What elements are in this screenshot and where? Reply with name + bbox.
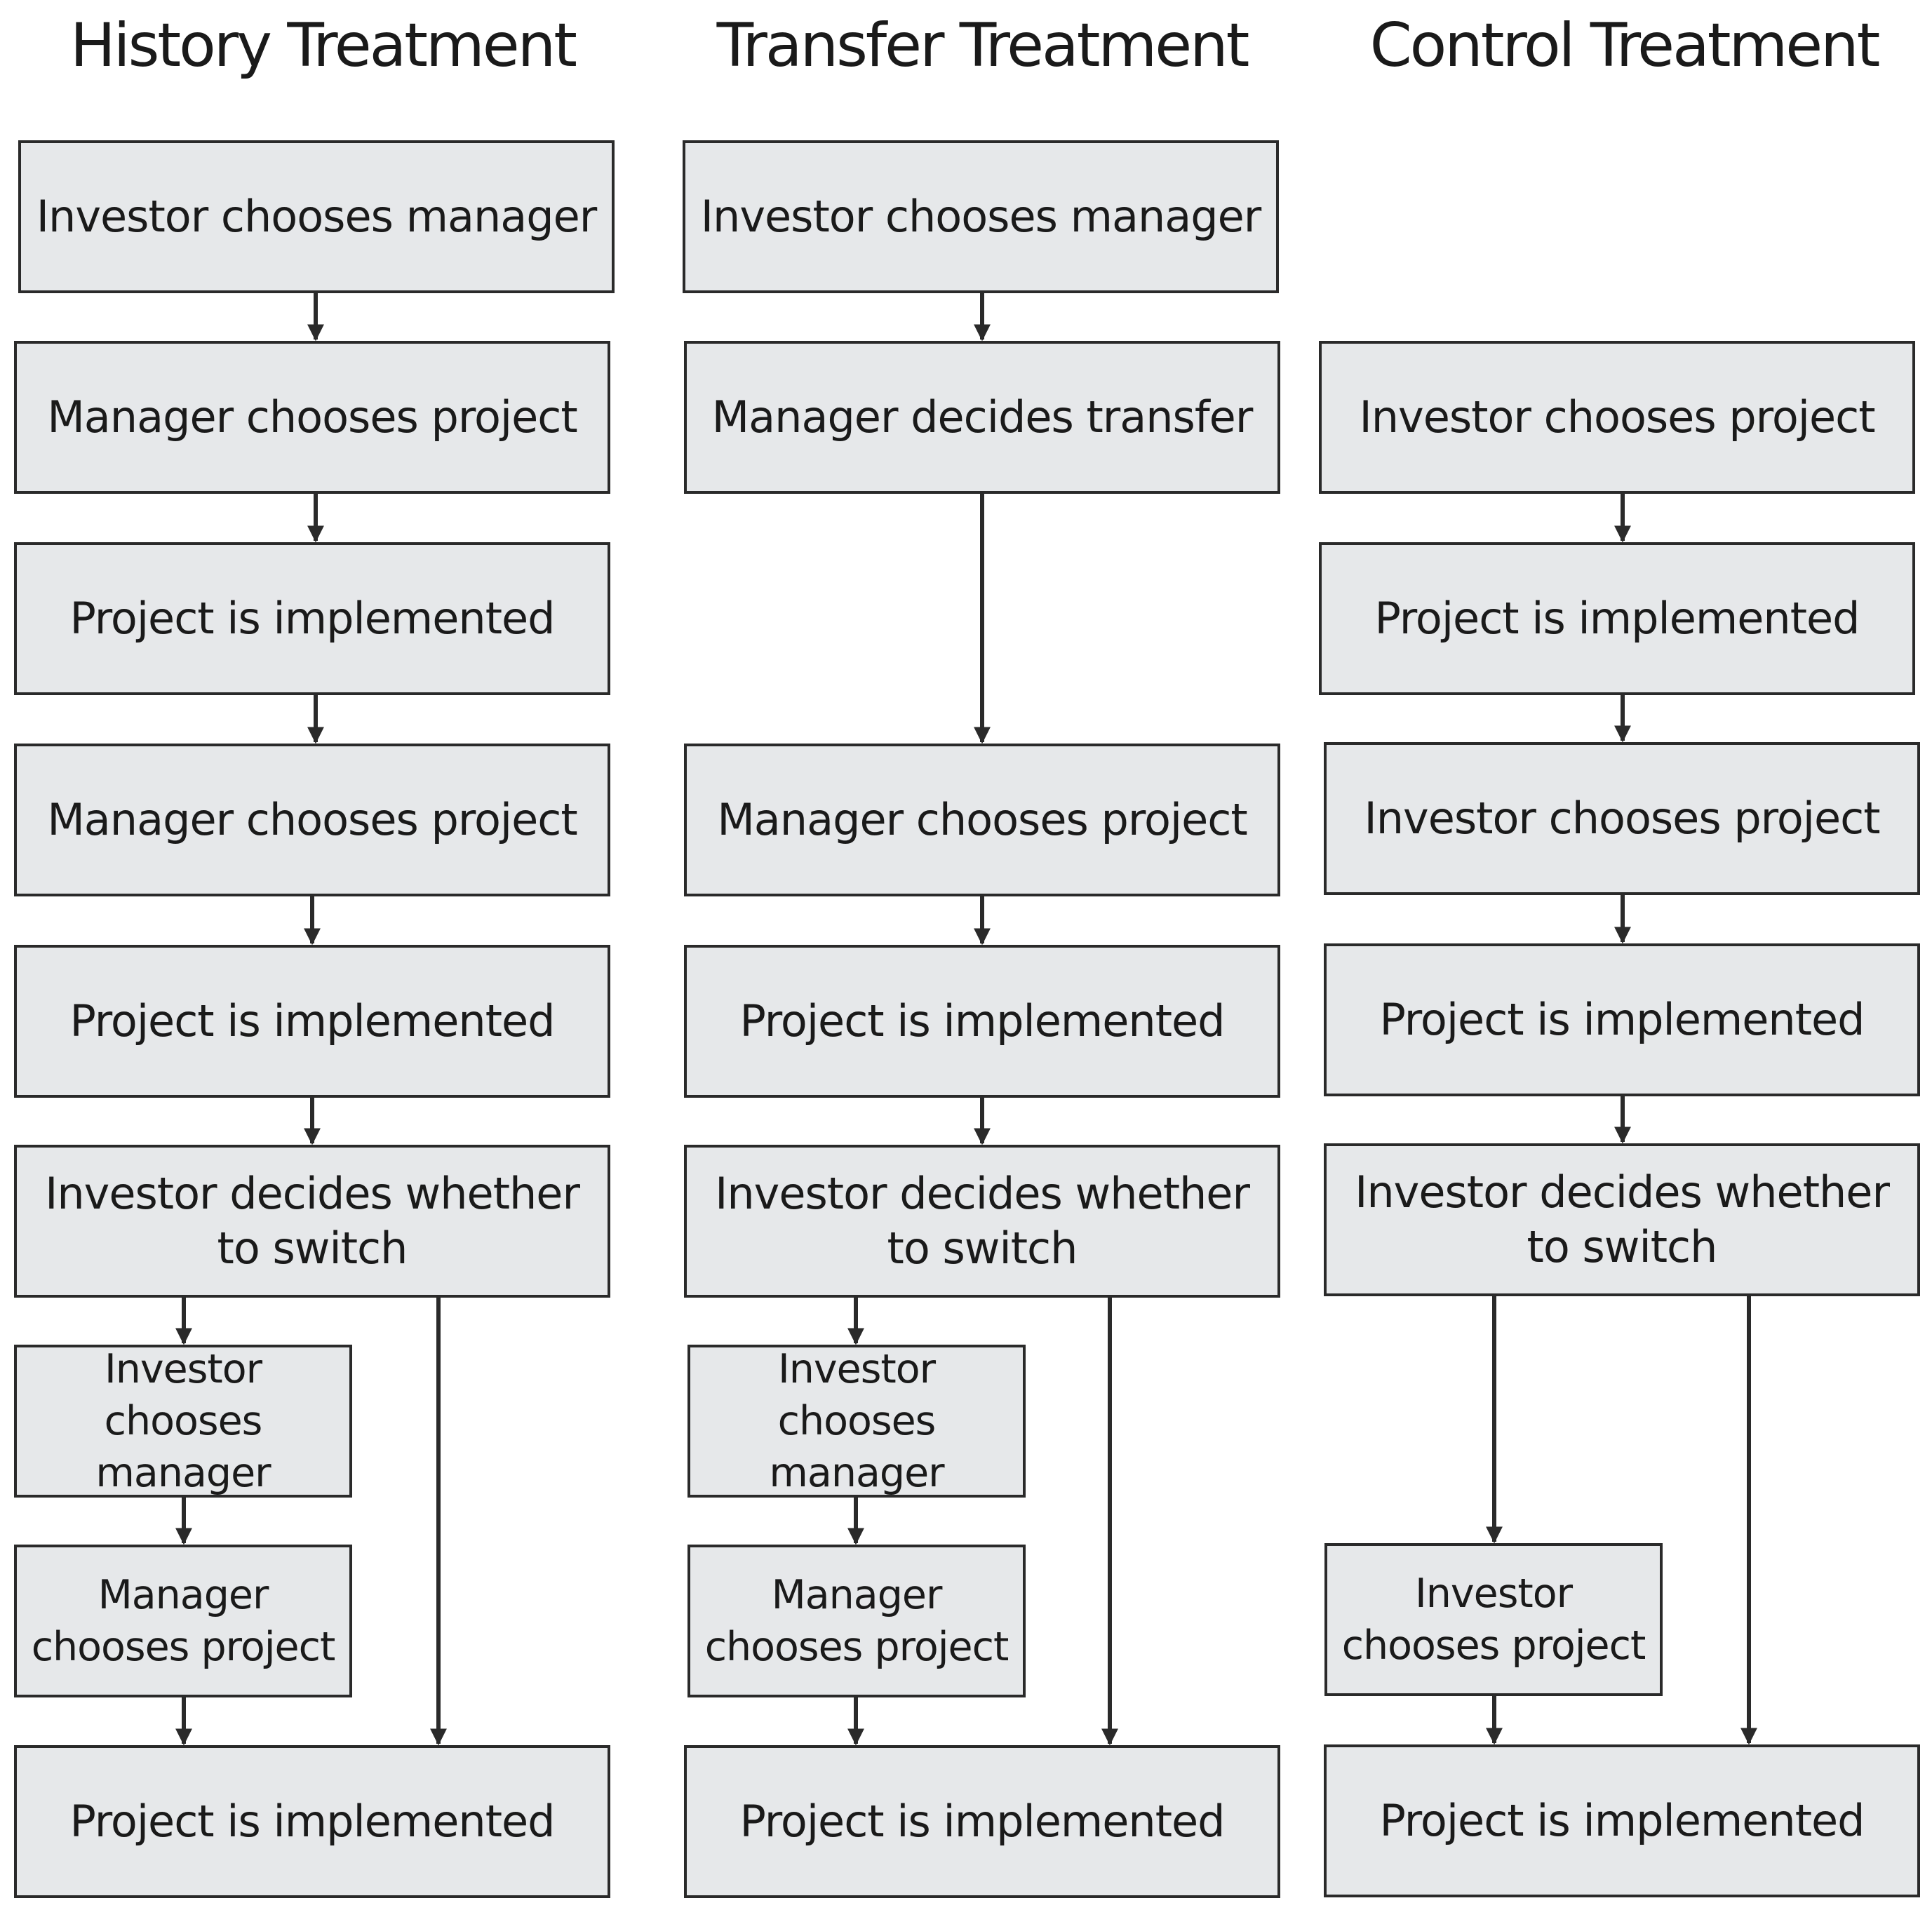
transfer-step-1: Investor chooses manager	[683, 140, 1279, 293]
history-branch-step-1: Investor chooses manager	[14, 1345, 352, 1498]
transfer-final-step: Project is implemented	[684, 1745, 1280, 1898]
control-treatment-title: Control Treatment	[1369, 11, 1881, 81]
control-step-1: Investor chooses project	[1319, 341, 1915, 494]
transfer-branch-step-2: Manager chooses project	[687, 1545, 1026, 1697]
control-switch-decision: Investor decides whether to switch	[1324, 1143, 1920, 1296]
history-step-2: Manager chooses project	[14, 341, 610, 494]
transfer-branch-step-1: Investor chooses manager	[687, 1345, 1026, 1498]
history-step-5: Project is implemented	[14, 945, 610, 1098]
control-step-3: Investor chooses project	[1324, 742, 1920, 895]
history-switch-decision: Investor decides whether to switch	[14, 1145, 610, 1298]
transfer-step-4: Project is implemented	[684, 945, 1280, 1098]
history-step-1: Investor chooses manager	[18, 140, 615, 293]
transfer-switch-decision: Investor decides whether to switch	[684, 1145, 1280, 1298]
history-step-3: Project is implemented	[14, 542, 610, 695]
control-branch-step-1: Investor chooses project	[1324, 1543, 1663, 1696]
history-step-4: Manager chooses project	[14, 744, 610, 896]
history-treatment-title: History Treatment	[70, 11, 577, 81]
transfer-step-3: Manager chooses project	[684, 744, 1280, 896]
control-step-4: Project is implemented	[1324, 943, 1920, 1096]
transfer-step-2: Manager decides transfer	[684, 341, 1280, 494]
history-branch-step-2: Manager chooses project	[14, 1545, 352, 1697]
control-final-step: Project is implemented	[1324, 1744, 1920, 1897]
transfer-treatment-title: Transfer Treatment	[716, 11, 1250, 81]
control-step-2: Project is implemented	[1319, 542, 1915, 695]
history-final-step: Project is implemented	[14, 1745, 610, 1898]
